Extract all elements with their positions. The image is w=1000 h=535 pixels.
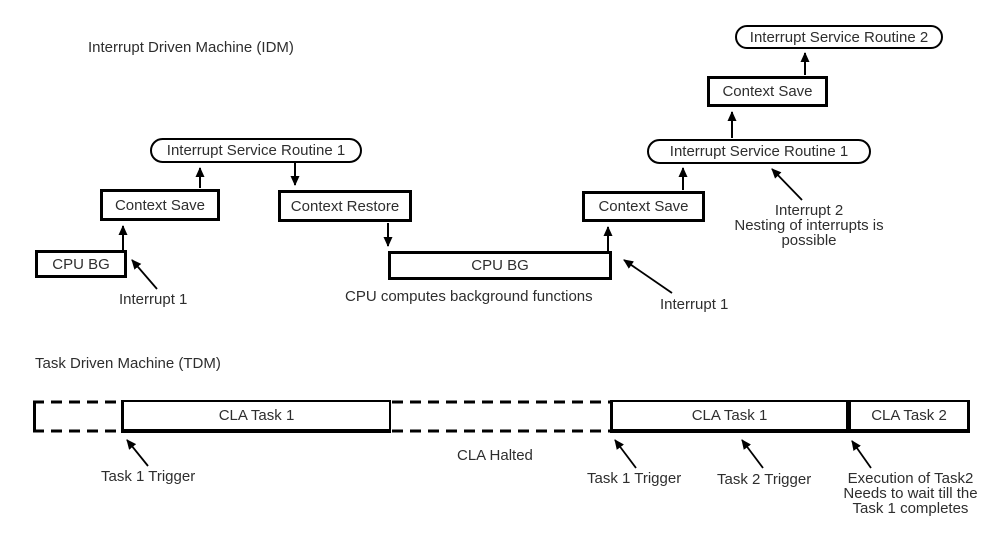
task2-execution-note-line1: Execution of Task2 xyxy=(847,470,974,487)
idm-section-title: Interrupt Driven Machine (IDM) xyxy=(88,39,294,56)
task1-trigger-label-first: Task 1 Trigger xyxy=(101,468,196,485)
task1-trigger-label-second: Task 1 Trigger xyxy=(587,470,682,487)
arrow-interrupt2-nesting xyxy=(771,168,803,201)
cla-halted-label: CLA Halted xyxy=(457,447,533,464)
interrupt2-note-line1: Interrupt 2 xyxy=(774,202,844,219)
arrow-interrupt1-first xyxy=(131,259,158,290)
cpu-bg-box-wide: CPU BG xyxy=(388,251,612,280)
cpu-bg-box-first: CPU BG xyxy=(35,250,127,278)
context-save-box-mid: Context Save xyxy=(582,191,705,222)
task2-execution-note-line3: Task 1 completes xyxy=(852,500,969,517)
arrow-task2-execution xyxy=(851,440,872,469)
context-restore-box: Context Restore xyxy=(278,190,412,222)
interrupt2-note-line2: Nesting of interrupts is xyxy=(734,217,884,234)
tdm-section-title: Task Driven Machine (TDM) xyxy=(35,355,221,372)
task2-trigger-label: Task 2 Trigger xyxy=(717,471,812,488)
interrupt2-nesting-note: Interrupt 2 Nesting of interrupts is pos… xyxy=(728,203,890,248)
cla-task2-box: CLA Task 2 xyxy=(848,400,970,433)
context-save-box-top: Context Save xyxy=(707,76,828,107)
interrupt2-note-line3: possible xyxy=(781,232,837,249)
task2-execution-note: Execution of Task2 Needs to wait till th… xyxy=(838,471,983,516)
cpu-computes-label: CPU computes background functions xyxy=(345,288,593,305)
arrow-task2-trigger xyxy=(741,439,764,469)
cla-task1-box-second: CLA Task 1 xyxy=(610,400,848,433)
interrupt1-label-first: Interrupt 1 xyxy=(119,291,188,308)
arrow-task1-trigger-second xyxy=(614,439,637,469)
arrow-interrupt1-second xyxy=(623,259,673,294)
task2-execution-note-line2: Needs to wait till the xyxy=(843,485,978,502)
context-save-box-first: Context Save xyxy=(100,189,220,221)
isr1-pill-second: Interrupt Service Routine 1 xyxy=(647,139,871,164)
interrupt1-label-second: Interrupt 1 xyxy=(660,296,729,313)
isr1-pill-first: Interrupt Service Routine 1 xyxy=(150,138,362,163)
arrow-task1-trigger-first xyxy=(126,439,149,467)
isr2-pill: Interrupt Service Routine 2 xyxy=(735,25,943,49)
cla-task1-box-first: CLA Task 1 xyxy=(121,400,391,433)
